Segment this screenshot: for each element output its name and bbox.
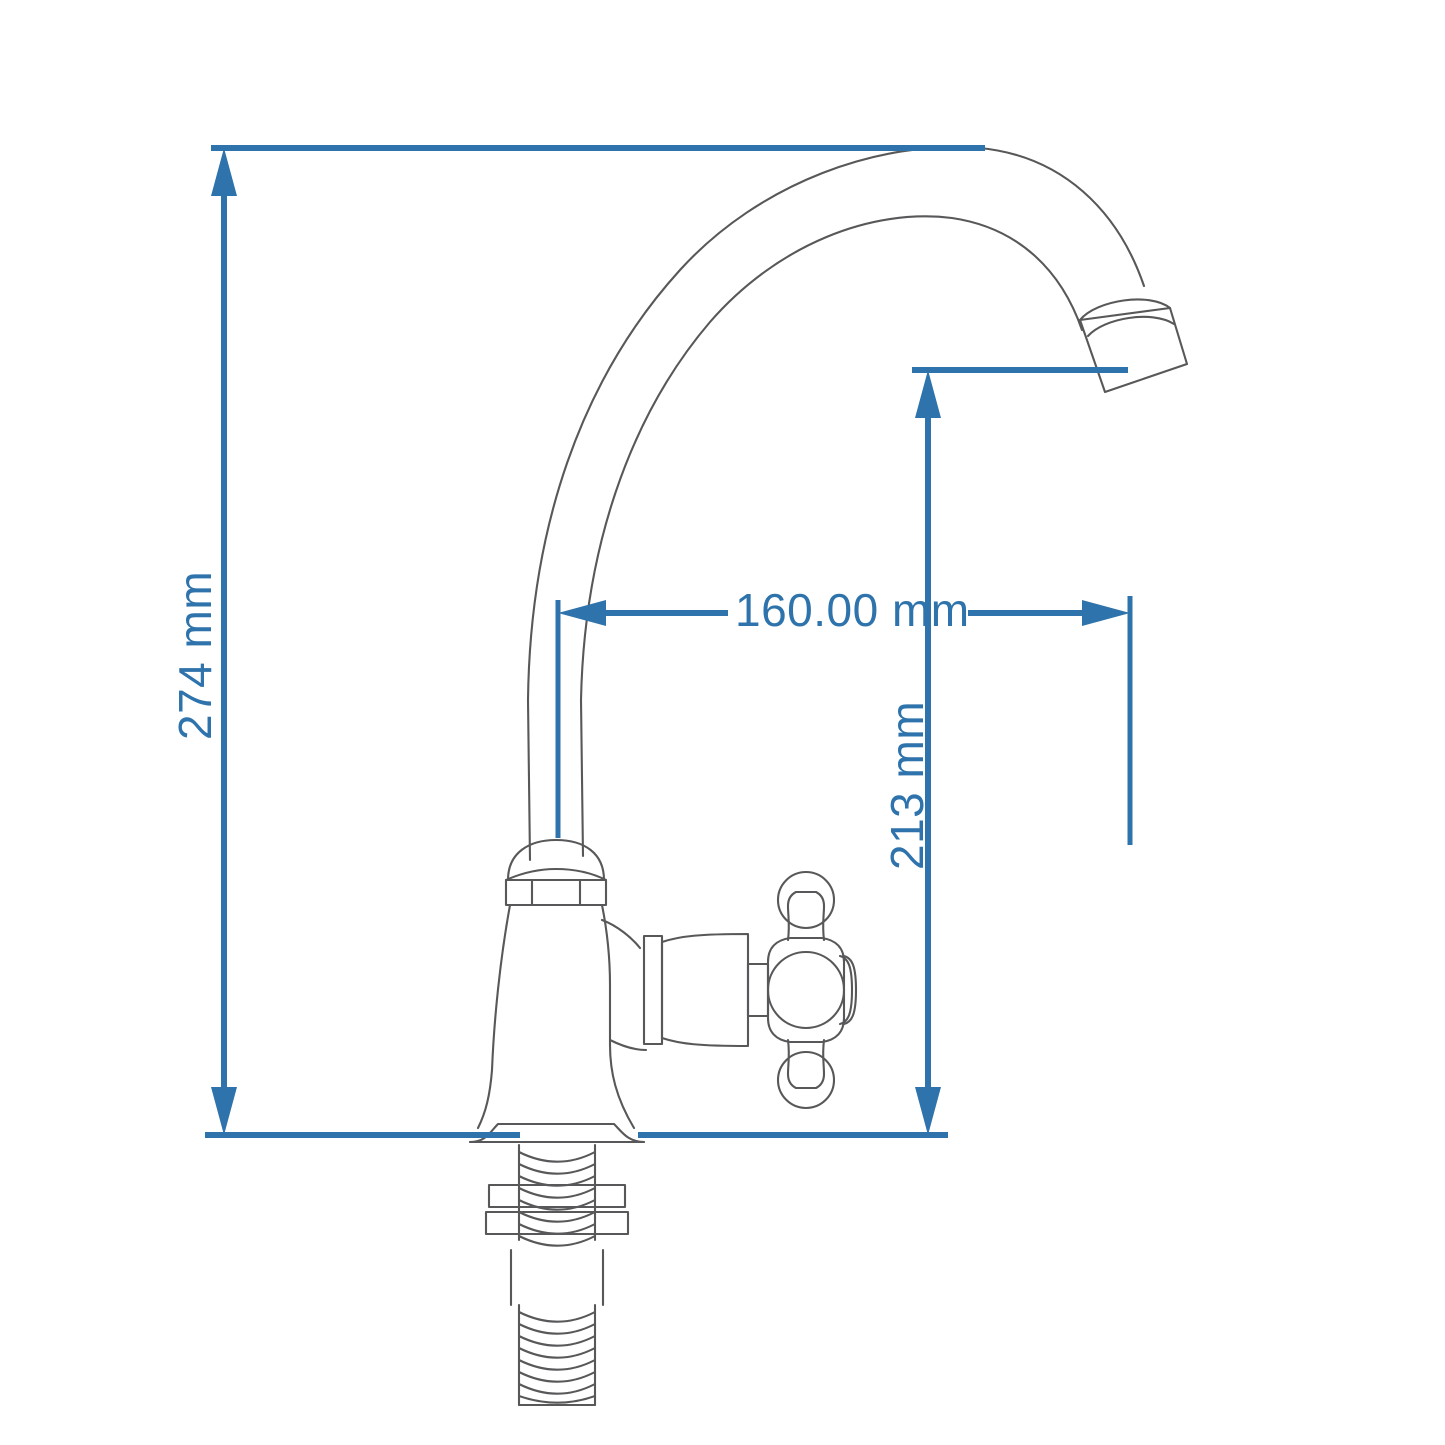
spout-inner-curve xyxy=(579,215,1084,858)
bonnet-cone xyxy=(660,932,750,1048)
body-left-wall xyxy=(476,903,512,1130)
escutcheon-base xyxy=(468,1122,646,1144)
collar-dome xyxy=(506,838,606,882)
dimension-spout-reach xyxy=(555,596,1133,845)
mounting-nut-upper xyxy=(487,1183,627,1209)
handle-knob-top xyxy=(776,870,836,930)
handle-knob-bottom xyxy=(776,1050,836,1110)
handle-arm-down xyxy=(786,1038,826,1090)
threaded-shank xyxy=(484,1143,630,1407)
bonnet xyxy=(642,932,770,1048)
arrow-right-160 xyxy=(1082,600,1130,626)
aerator-nozzle xyxy=(1078,298,1189,394)
faucet-outline-group xyxy=(468,146,1189,1407)
cross-handle xyxy=(766,870,858,1110)
mounting-nut-lower xyxy=(484,1210,630,1236)
dimension-label-spout-height: 213 mm xyxy=(881,700,933,870)
shank-mid-outline xyxy=(509,1248,605,1307)
collar-top-chamfer-right xyxy=(554,867,608,882)
shank-threads-lower xyxy=(517,1310,597,1404)
arrow-down-274 xyxy=(211,1087,237,1135)
dimension-overall-height xyxy=(205,145,985,1138)
dimension-annotations xyxy=(205,145,1133,1138)
handle-hub xyxy=(766,936,846,1044)
dimension-label-spout-reach: 160.00 mm xyxy=(735,584,970,636)
bonnet-stem-collar xyxy=(746,962,770,1018)
dimension-label-overall-height: 274 mm xyxy=(169,570,221,740)
valve-inlet-upper xyxy=(600,918,642,950)
collar-top-chamfer-left xyxy=(504,867,558,882)
arrow-up-274 xyxy=(211,148,237,196)
arrow-up-213 xyxy=(915,370,941,418)
handle-cap xyxy=(842,954,858,1026)
aerator-top-ellipse-edge xyxy=(1078,298,1172,322)
bonnet-flange xyxy=(642,934,664,1046)
collar-band xyxy=(504,878,608,907)
hex-collar xyxy=(504,838,608,907)
handle-arm-up xyxy=(786,890,826,942)
shank-threads-upper xyxy=(517,1150,597,1247)
arrow-left-160 xyxy=(558,600,606,626)
body-right-wall xyxy=(600,903,636,1130)
valve-inlet-lower xyxy=(608,1038,648,1052)
aerator-inner-seam xyxy=(1086,315,1176,338)
dimension-spout-height xyxy=(638,367,1128,1138)
arrow-down-213 xyxy=(915,1087,941,1135)
spout-outer-curve xyxy=(526,146,1146,862)
handle-hub-circle xyxy=(766,950,846,1030)
handle-cap-edge xyxy=(838,954,854,1026)
shank-lower-outline xyxy=(517,1303,597,1407)
aerator-body xyxy=(1078,306,1189,394)
